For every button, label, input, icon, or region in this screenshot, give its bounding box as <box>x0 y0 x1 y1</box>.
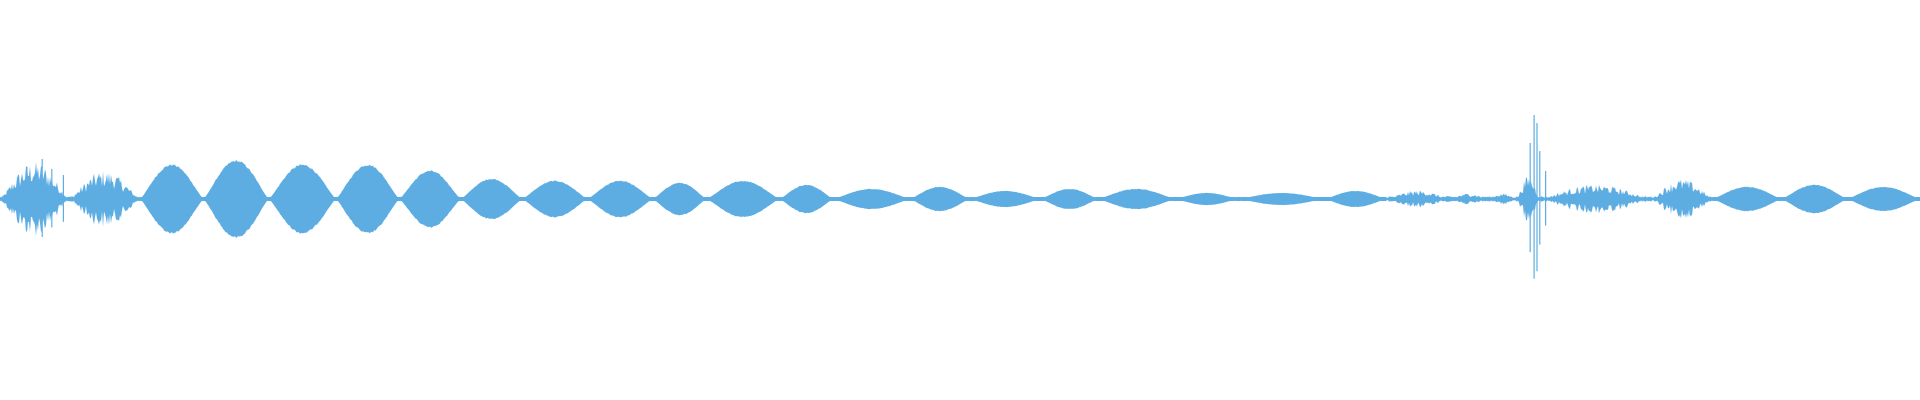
waveform-shape <box>0 115 1920 279</box>
